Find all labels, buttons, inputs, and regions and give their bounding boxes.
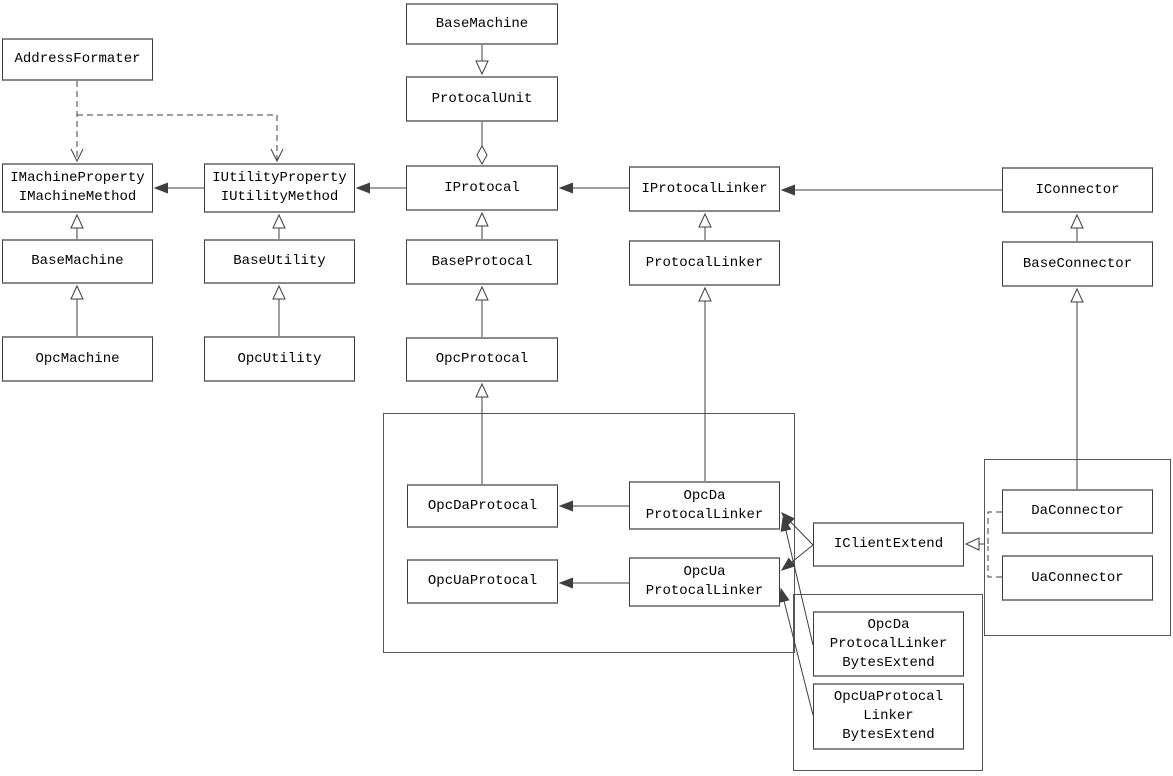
class-box-opc-utility: OpcUtility [204, 336, 355, 382]
class-label: UaConnector [1031, 569, 1124, 586]
class-box-base-utility: BaseUtility [204, 239, 355, 284]
class-label: BaseMachine [31, 253, 124, 269]
class-box-address-formater: AddressFormater [2, 38, 153, 81]
class-label: ProtocalLinker [645, 506, 764, 523]
class-label: BaseUtility [233, 253, 326, 269]
class-box-opcua-protocal: OpcUaProtocal [407, 559, 558, 604]
class-box-opcda-protocal: OpcDaProtocal [407, 484, 558, 528]
class-box-protocal-unit: ProtocalUnit [406, 76, 558, 122]
class-label: IMachineProperty [10, 170, 145, 186]
class-label: OpcUaProtocal [833, 689, 944, 705]
class-label: IProtocalLinker [641, 180, 768, 197]
class-box-iprotocal: IProtocal [406, 165, 558, 211]
class-label: AddressFormater [14, 51, 141, 67]
class-label: Linker [863, 708, 914, 724]
class-label: OpcDa [867, 616, 910, 633]
class-box-protocal-linker: ProtocalLinker [629, 240, 780, 286]
class-label: IMachineMethod [18, 189, 137, 205]
class-label: BaseConnector [1022, 255, 1133, 272]
class-box-iconnector: IConnector [1002, 167, 1153, 213]
class-label: DaConnector [1031, 503, 1124, 519]
class-label: ProtocalLinker [645, 583, 764, 599]
class-label: IConnector [1035, 181, 1120, 198]
class-label: OpcUa [683, 564, 726, 580]
class-label: OpcMachine [35, 350, 120, 367]
class-label: OpcUaProtocal [427, 573, 538, 589]
class-label: ProtocalUnit [431, 90, 533, 107]
class-label: ProtocalLinker [645, 254, 764, 271]
class-label: OpcUtility [237, 350, 322, 367]
class-label: BaseMachine [435, 15, 529, 32]
class-box-base-connector: BaseConnector [1002, 241, 1153, 287]
class-label: IUtilityProperty [212, 170, 347, 186]
class-box-opc-machine: OpcMachine [2, 336, 153, 382]
class-label: IProtocal [444, 179, 520, 196]
class-box-base-machine-top: BaseMachine [406, 3, 558, 45]
class-label: IClientExtend [833, 536, 944, 552]
class-label: BaseProtocal [431, 253, 533, 270]
class-box-iprotocal-linker: IProtocalLinker [629, 166, 780, 212]
class-box-base-machine-left: BaseMachine [2, 239, 153, 284]
class-box-opc-protocal: OpcProtocal [406, 337, 558, 382]
class-label: OpcDaProtocal [427, 497, 538, 514]
class-label: BytesExtend [842, 727, 935, 743]
class-label: OpcDa [683, 487, 726, 504]
class-box-ua-connector: UaConnector [1002, 555, 1153, 601]
class-box-iclient-extend: IClientExtend [813, 522, 964, 567]
class-label: BytesExtend [842, 654, 935, 671]
class-box-da-connector: DaConnector [1002, 489, 1153, 534]
class-label: IUtilityMethod [220, 189, 339, 205]
class-label: OpcProtocal [435, 351, 529, 367]
class-box-base-protocal: BaseProtocal [406, 239, 558, 285]
class-label: ProtocalLinker [829, 635, 948, 652]
